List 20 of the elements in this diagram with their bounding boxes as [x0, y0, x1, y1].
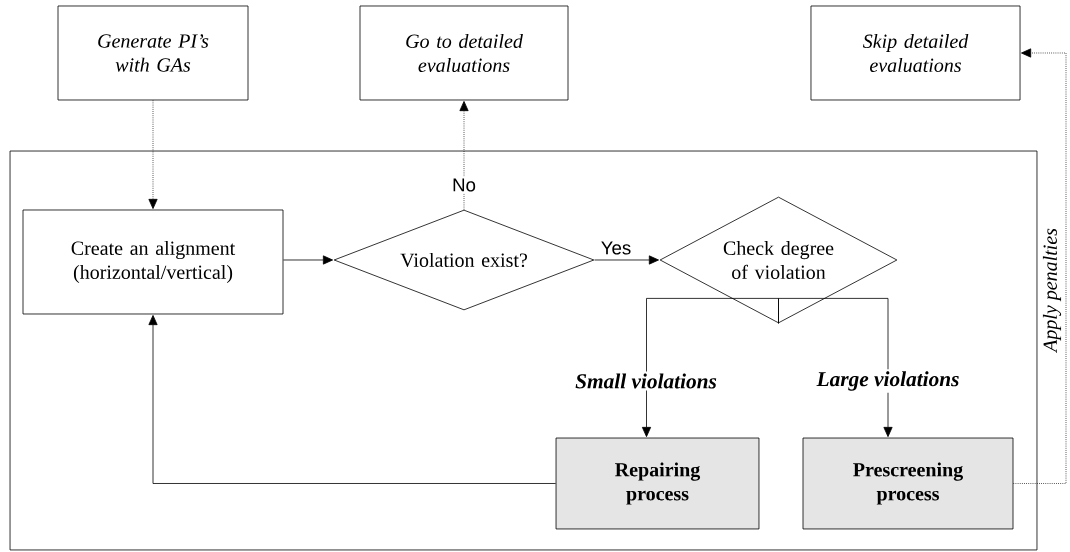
arrow — [1013, 48, 1067, 484]
process-box: Go to detailed evaluations — [359, 5, 569, 101]
edge-label: Yes — [598, 239, 634, 257]
process-box: Skip detailed evaluations — [810, 5, 1021, 101]
edge-label: Large violations — [814, 369, 962, 393]
container-box — [9, 150, 1038, 551]
arrow — [641, 298, 779, 438]
process-box: Generate PI’s with GAs — [57, 5, 249, 101]
arrow — [778, 298, 893, 438]
process-box: Prescreening process — [802, 437, 1014, 530]
arrow — [283, 255, 333, 265]
arrow — [459, 101, 469, 210]
edge-label: Apply penalties — [1042, 228, 1062, 353]
process-box: Create an alignment (horizontal/vertical) — [22, 209, 284, 315]
edge-label: No — [450, 176, 478, 194]
arrow — [594, 255, 659, 265]
arrow — [148, 100, 158, 209]
process-box: Repairing process — [555, 437, 760, 530]
edge-label: Small violations — [573, 371, 719, 391]
arrow — [148, 315, 557, 484]
